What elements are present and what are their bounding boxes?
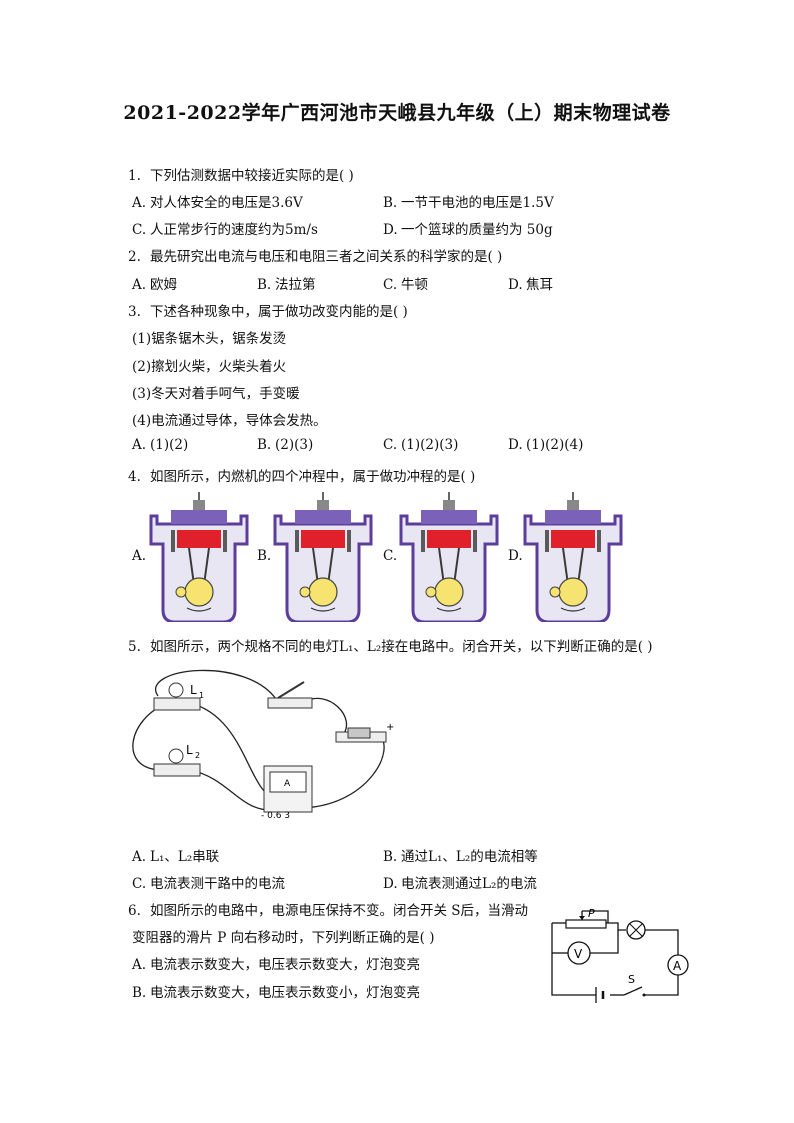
battery-symbol (595, 987, 605, 1003)
q3-item-2: (2)擦划火柴，火柴头着火 (132, 359, 287, 375)
question-number: 6. (128, 903, 141, 919)
q5-option-a: A.L₁、L₂串联 (132, 849, 220, 865)
q1-option-b: B.一节干电池的电压是1.5V (383, 195, 554, 211)
question-text: 如图所示的电路中，电源电压保持不变。闭合开关 S后，当滑动 (150, 903, 529, 919)
ammeter-a-label: A (673, 959, 682, 973)
question-2: 2. 最先研究出电流与电压和电阻三者之间关系的科学家的是( ) (128, 245, 502, 265)
rheostat (565, 919, 607, 929)
ammeter-terminals: - 0.6 3 (261, 811, 290, 821)
question-number: 5. (128, 639, 141, 655)
parallel-circuit-figure: L 1 L 2 + A - 0.6 3 (132, 669, 394, 821)
engine-diagram-a (149, 492, 249, 622)
question-6-line-2: 变阻器的滑片 P 向右移动时，下列判断正确的是( ) (132, 930, 435, 946)
question-number: 1. (128, 168, 141, 184)
lamp-l2: L 2 (153, 743, 201, 777)
engine-diagram-b (273, 492, 373, 622)
q4-option-c-label: C. (383, 548, 398, 564)
slider-p-label: P (588, 907, 595, 920)
q3-option-a: A.(1)(2) (132, 437, 189, 453)
rheostat-circuit-figure: P V A S (551, 907, 689, 1003)
question-number: 3. (128, 304, 141, 320)
q6-option-a: A.电流表示数变大，电压表示数变大，灯泡变亮 (132, 957, 420, 973)
question-4: 4. 如图所示，内燃机的四个冲程中，属于做功冲程的是( ) (128, 465, 475, 485)
question-text: 如图所示，内燃机的四个冲程中，属于做功冲程的是( ) (150, 469, 476, 485)
lamp-symbol (626, 920, 646, 940)
ammeter-a-label: A (284, 779, 291, 789)
q2-option-c: C.牛顿 (383, 277, 428, 293)
question-6: 6. 如图所示的电路中，电源电压保持不变。闭合开关 S后，当滑动 (128, 899, 528, 919)
engine-diagram-d (523, 492, 623, 622)
q5-option-b: B.通过L₁、L₂的电流相等 (383, 849, 538, 865)
l1-label: L (190, 683, 197, 697)
q2-option-a: A.欧姆 (132, 277, 177, 293)
question-number: 4. (128, 469, 141, 485)
l2-sub: 2 (195, 751, 200, 760)
switch-s-label: S (628, 973, 635, 986)
voltmeter: V (567, 941, 591, 965)
q5-option-c: C.电流表测干路中的电流 (132, 876, 285, 892)
engine-strokes-figure (149, 492, 623, 622)
question-text: 如图所示，两个规格不同的电灯L₁、L₂接在电路中。闭合开关，以下判断正确的是( … (150, 639, 653, 655)
q3-item-3: (3)冬天对着手呵气，手变暖 (132, 386, 300, 402)
q5-option-d: D.电流表测通过L₂的电流 (383, 876, 537, 892)
q1-option-d: D.一个篮球的质量约为 50g (383, 222, 553, 238)
ammeter: A (667, 954, 689, 976)
voltmeter-v-label: V (574, 947, 583, 961)
q4-option-b-label: B. (257, 548, 272, 564)
question-5: 5. 如图所示，两个规格不同的电灯L₁、L₂接在电路中。闭合开关，以下判断正确的是… (128, 635, 653, 655)
exam-title: 2021-2022学年广西河池市天峨县九年级（上）期末物理试卷 (123, 102, 671, 124)
question-text: 最先研究出电流与电压和电阻三者之间关系的科学家的是( ) (150, 249, 503, 265)
q4-option-a-label: A. (132, 548, 147, 564)
q3-item-1: (1)锯条锯木头，锯条发烫 (132, 331, 287, 347)
question-number: 2. (128, 249, 141, 265)
question-text: 下列估测数据中较接近实际的是( ) (150, 168, 354, 184)
q4-option-d-label: D. (508, 548, 523, 564)
question-1: 1. 下列估测数据中较接近实际的是( ) (128, 164, 354, 184)
switch-s: S (623, 973, 646, 997)
battery: + (335, 722, 394, 743)
q6-option-b: B.电流表示数变大，电压表示数变小，灯泡变亮 (132, 985, 420, 1001)
q3-option-b: B.(2)(3) (257, 437, 314, 453)
question-3: 3. 下述各种现象中，属于做功改变内能的是( ) (128, 300, 408, 320)
q3-option-c: C.(1)(2)(3) (383, 437, 459, 453)
q3-item-4: (4)电流通过导体，导体会发热。 (132, 413, 327, 429)
q3-option-d: D.(1)(2)(4) (508, 437, 584, 453)
question-text: 下述各种现象中，属于做功改变内能的是( ) (150, 304, 408, 320)
l1-sub: 1 (199, 691, 204, 700)
plus-label: + (386, 722, 394, 733)
q2-option-d: D.焦耳 (508, 277, 553, 293)
ammeter: A - 0.6 3 (261, 765, 313, 821)
q1-option-a: A.对人体安全的电压是3.6V (132, 195, 303, 211)
l2-label: L (186, 743, 193, 757)
q2-option-b: B.法拉第 (257, 277, 316, 293)
q1-option-c: C.人正常步行的速度约为5m/s (132, 222, 318, 238)
lamp-l1: L 1 (153, 682, 204, 711)
engine-diagram-c (399, 492, 499, 622)
switch (267, 681, 313, 709)
